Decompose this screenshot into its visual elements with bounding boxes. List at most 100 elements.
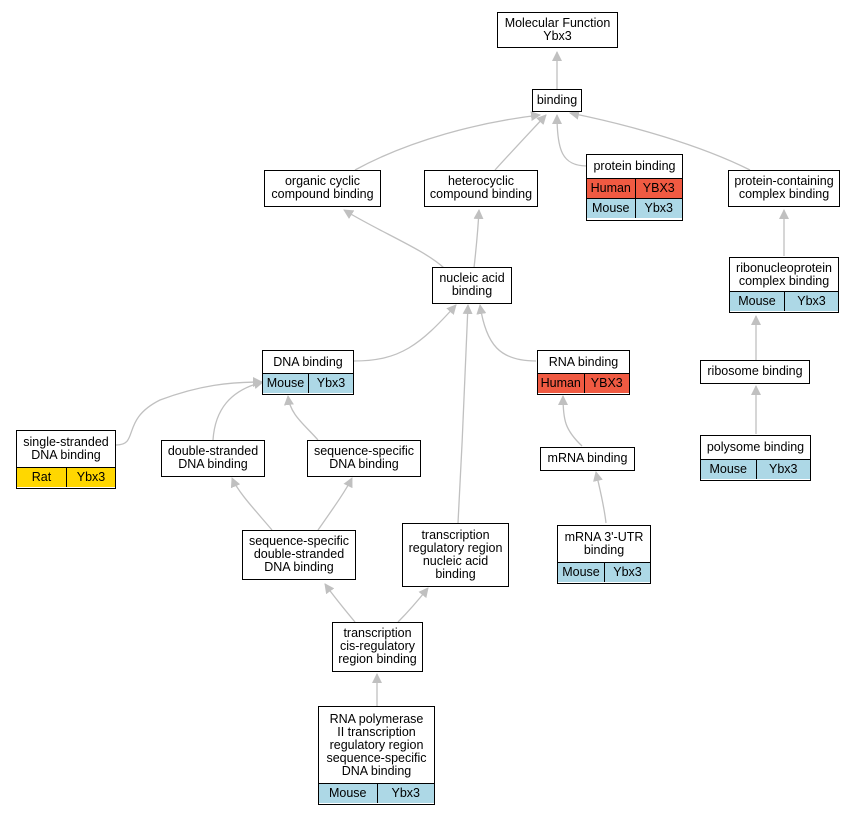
edge-nab-hcb (473, 209, 484, 269)
node-label-line: DNA binding (264, 560, 334, 574)
annotation-row-mouse: Mouse Ybx3 (263, 373, 353, 393)
node-label-line: cis-regulatory (339, 639, 415, 653)
edge-rna-nab (476, 304, 537, 362)
node-label-line: transcription (343, 626, 412, 640)
node-label-line: DNA binding (178, 457, 248, 471)
node-label-line: ribosome binding (707, 364, 803, 378)
edge-pccb-binding (569, 109, 751, 171)
node-dna-binding[interactable]: DNA binding Mouse Ybx3 (262, 350, 354, 395)
node-label-line: protein binding (593, 159, 676, 173)
annotation-row-mouse: Mouse Ybx3 (558, 562, 650, 582)
node-label-line: mRNA binding (547, 451, 628, 465)
node-label-line: transcription (421, 527, 490, 542)
gene-cell: Ybx3 (604, 563, 650, 582)
edge-seqdna-dna (283, 395, 319, 441)
annotation-row-mouse: Mouse Ybx3 (730, 291, 838, 311)
species-cell: Human (538, 374, 584, 393)
node-label-line: binding (583, 543, 625, 557)
species-cell: Mouse (730, 292, 784, 311)
node-label-line: protein-containing (734, 174, 834, 188)
node-label-line: binding (435, 566, 476, 581)
gene-cell: YBX3 (583, 374, 629, 393)
node-label-line: nucleic acid (439, 271, 505, 285)
node-label-line: region binding (338, 652, 417, 666)
gene-cell: Ybx3 (66, 468, 115, 487)
node-mrna-binding[interactable]: mRNA binding (540, 447, 635, 471)
node-label-line: Ybx3 (543, 28, 572, 43)
gene-cell: YBX3 (634, 179, 682, 198)
node-label-line: ribonucleoprotein (736, 260, 832, 275)
edge-ssdna-dna (115, 377, 263, 446)
gene-cell: Ybx3 (308, 374, 353, 393)
species-cell: Mouse (701, 460, 756, 479)
edge-tcis-ssds (324, 583, 356, 623)
node-label-line: sequence-specific (248, 534, 350, 548)
edge-dsdna-dna (212, 379, 264, 441)
edge-tcis-trna (397, 587, 429, 623)
node-label-line: complex binding (738, 273, 830, 288)
annotation-row-rat: Rat Ybx3 (17, 467, 115, 487)
node-label-line: DNA binding (273, 354, 343, 369)
node-label-line: single-stranded (23, 435, 109, 449)
edge-hcb-binding (494, 114, 547, 171)
annotation-row-mouse: Mouse Ybx3 (319, 783, 434, 803)
node-label-line: RNA polymerase (329, 711, 424, 726)
node-label-line: binding (451, 284, 493, 298)
node-label-line: sequence-specific (326, 750, 427, 765)
edge-dna-nab (353, 304, 457, 362)
node-label-line: double-stranded (253, 547, 345, 561)
node-label-line: complex binding (738, 187, 830, 201)
node-ribosome-binding[interactable]: ribosome binding (700, 360, 810, 384)
species-cell: Mouse (319, 784, 377, 803)
node-label-line: Molecular Function (504, 15, 611, 30)
gene-cell: Ybx3 (634, 199, 682, 218)
node-label-line: mRNA 3'-UTR (564, 530, 644, 544)
node-label-line: nucleic acid (422, 553, 489, 568)
node-label-line: compound binding (271, 187, 374, 201)
node-label-line: compound binding (429, 187, 533, 201)
annotation-row-human: Human YBX3 (587, 178, 682, 198)
node-polysome-binding[interactable]: polysome binding Mouse Ybx3 (700, 435, 811, 481)
node-label-line: organic cyclic (284, 174, 360, 188)
annotation-row-human: Human YBX3 (538, 373, 629, 393)
node-binding[interactable]: binding (532, 89, 582, 112)
node-label-line: RNA binding (548, 354, 619, 369)
edge-ssds-dsdna (230, 477, 273, 531)
node-label-line: double-stranded (167, 444, 259, 458)
annotation-row-mouse: Mouse Ybx3 (587, 198, 682, 218)
node-protein-binding[interactable]: protein binding Human YBX3 Mouse Ybx3 (586, 154, 683, 221)
gene-cell: Ybx3 (755, 460, 810, 479)
edge-nab-ocb (343, 209, 445, 269)
node-label-line: sequence-specific (313, 444, 415, 458)
node-label-line: regulatory region (408, 540, 503, 555)
edge-ssds-seqdna (317, 477, 353, 531)
edge-pb-binding (552, 114, 588, 167)
species-cell: Rat (17, 468, 66, 487)
node-label-line: regulatory region (329, 737, 424, 752)
edge-ocb-binding (354, 111, 541, 171)
species-cell: Mouse (263, 374, 308, 393)
node-rna-binding[interactable]: RNA binding Human YBX3 (537, 350, 630, 395)
edge-utr-mrna (593, 471, 607, 524)
edge-trna-nab (457, 304, 473, 524)
node-label-line: DNA binding (31, 448, 101, 462)
species-cell: Mouse (558, 563, 604, 582)
gene-cell: Ybx3 (376, 784, 434, 803)
node-label-line: II transcription (337, 724, 416, 739)
node-label-line: binding (536, 92, 578, 107)
